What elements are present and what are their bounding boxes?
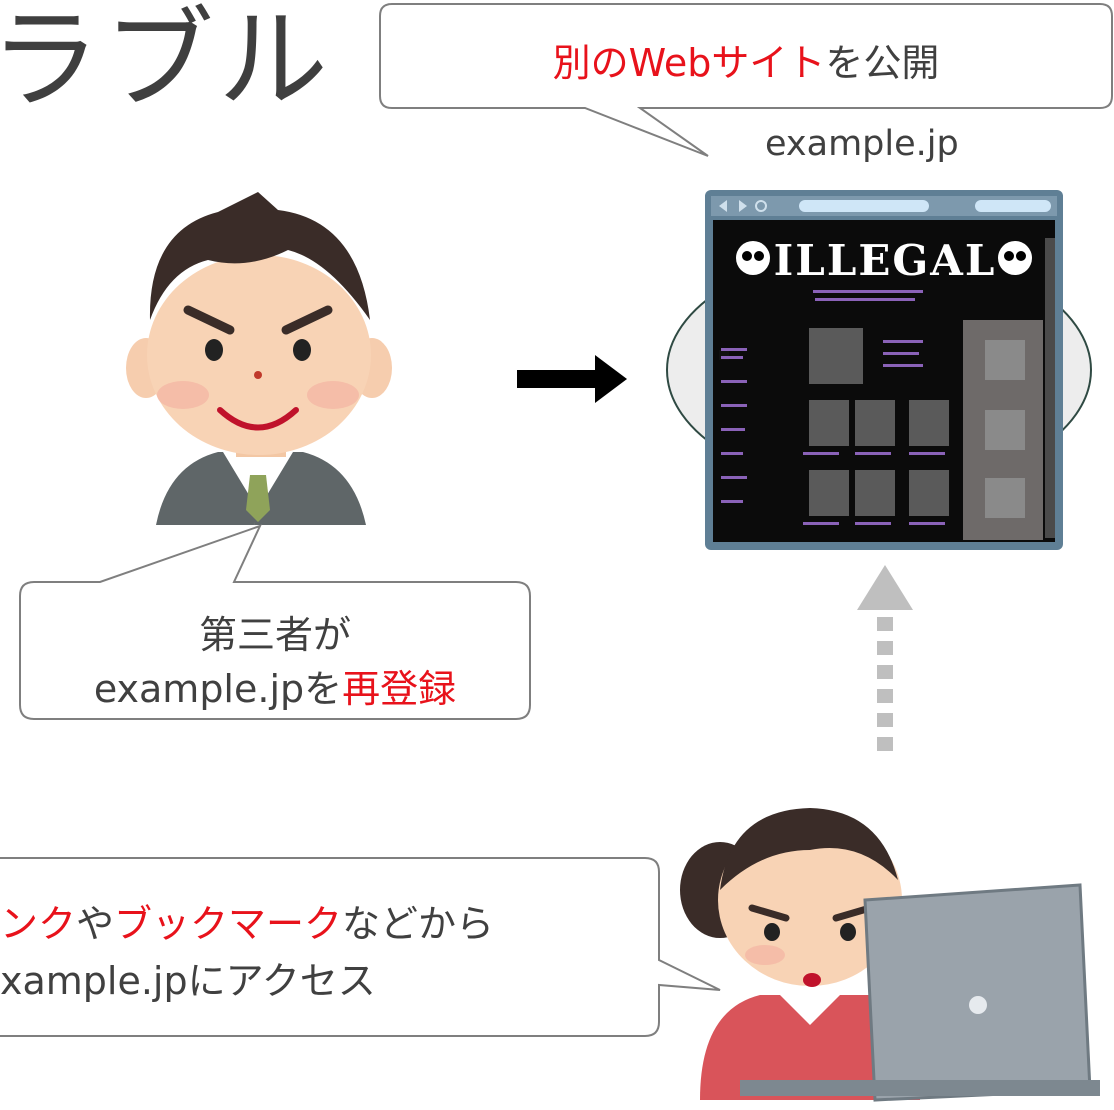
bottom-bubble-line1: ンクやブックマークなどから	[0, 902, 495, 946]
illegal-website-icon: ILLEGAL	[705, 190, 1063, 550]
top-bubble-red-text: 別のWebサイト	[552, 41, 826, 85]
middle-bubble-line1: 第三者が	[198, 613, 351, 657]
middle-speech-bubble	[19, 524, 531, 720]
bottom-bubble-line2: xample.jpにアクセス	[0, 959, 376, 1003]
page-title-fragment: ラブル	[0, 0, 332, 124]
middle-bubble-line2: example.jpを再登録	[93, 667, 457, 711]
woman-laptop-icon	[680, 808, 1100, 1102]
illegal-banner-text: ILLEGAL	[773, 236, 997, 285]
up-dotted-arrow-icon	[857, 565, 913, 751]
right-arrow-icon	[517, 355, 627, 403]
top-speech-bubble	[379, 3, 1113, 157]
top-bubble-text: 別のWebサイトを公開	[552, 41, 940, 85]
skull-icon	[736, 241, 1032, 275]
businessman-icon	[126, 192, 392, 525]
domain-label: example.jp	[765, 124, 959, 164]
middle-bubble-red-text: 再登録	[342, 667, 457, 711]
